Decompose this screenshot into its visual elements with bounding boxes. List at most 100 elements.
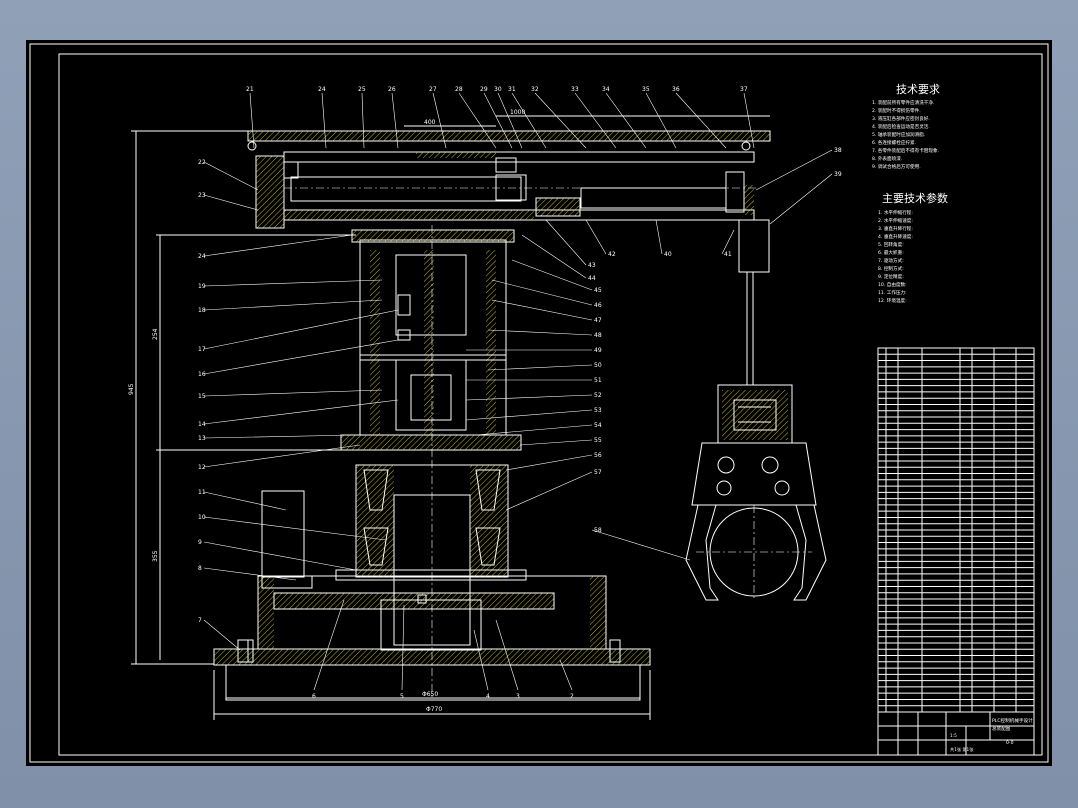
- tech-req-item: 3. 液压缸各部件应密封良好.: [872, 115, 930, 122]
- dim-height-mid: 355: [152, 550, 159, 562]
- base-assembly: [213, 460, 651, 701]
- main-param-item: 9. 定位精度:: [878, 273, 904, 280]
- title-block-drawing-no: 0-0: [1006, 740, 1014, 746]
- main-parameters: 主要技术参数 1. 水平伸缩行程:2. 水平伸缩速度:3. 垂直升降行程:4. …: [878, 191, 948, 304]
- tech-req-item: 7. 各零件装配后不得有卡阻现象.: [872, 147, 939, 154]
- balloon-4: 4: [486, 693, 490, 700]
- balloon-23: 23: [198, 192, 206, 199]
- balloon-11: 11: [198, 489, 206, 496]
- balloon-53: 53: [594, 407, 602, 414]
- balloon-44: 44: [588, 275, 596, 282]
- title-block: PLC控制机械手设计 总装配图 1:5 共1张 第1张 0-0: [877, 711, 1035, 756]
- balloon-52: 52: [594, 392, 602, 399]
- balloon-28: 28: [455, 86, 463, 93]
- balloon-58: 58: [594, 527, 602, 534]
- balloon-19: 19: [198, 283, 206, 290]
- dim-height-left: 945: [128, 383, 135, 395]
- balloon-32: 32: [531, 86, 539, 93]
- title-block-sheet: 共1张 第1张: [950, 746, 974, 753]
- balloon-12: 12: [198, 464, 206, 471]
- balloon-56: 56: [594, 452, 602, 459]
- tech-req-item: 2. 装配时不得损伤零件.: [872, 107, 921, 114]
- balloon-50: 50: [594, 362, 602, 369]
- main-param-item: 12. 环境温度:: [878, 297, 907, 304]
- tech-req-item: 9. 调试合格后方可使用.: [872, 163, 921, 170]
- title-block-scale: 1:5: [950, 733, 957, 738]
- dim-top-1000: 1000: [510, 109, 525, 116]
- technical-requirements: 技术要求 1. 装配前所有零件应清洗干净.2. 装配时不得损伤零件.3. 液压缸…: [872, 83, 940, 170]
- balloon-21: 21: [246, 86, 254, 93]
- balloon-42: 42: [608, 251, 616, 258]
- balloon-26: 26: [388, 86, 396, 93]
- tech-req-title: 技术要求: [896, 83, 940, 96]
- balloon-29: 29: [480, 86, 488, 93]
- balloon-47: 47: [594, 317, 602, 324]
- main-params-title: 主要技术参数: [882, 191, 948, 205]
- balloon-36: 36: [672, 86, 680, 93]
- dim-width-650: Φ650: [422, 691, 438, 698]
- balloon-45: 45: [594, 287, 602, 294]
- balloon-9: 9: [198, 539, 202, 546]
- leaders-left: 22 23 24 19 18 17 16 15 14 13 12 11 10 9 8 7: [198, 159, 399, 651]
- dim-top-400: 400: [424, 119, 436, 126]
- balloon-10: 10: [198, 514, 206, 521]
- balloon-16: 16: [198, 371, 206, 378]
- balloon-54: 54: [594, 422, 602, 429]
- balloon-25: 25: [358, 86, 366, 93]
- dim-height-upper: 254: [152, 328, 159, 340]
- main-param-item: 10. 自由度数:: [878, 281, 907, 288]
- balloon-43: 43: [588, 262, 596, 269]
- horizontal-arm: [247, 130, 771, 229]
- balloon-17: 17: [198, 346, 206, 353]
- inner-frame: [58, 53, 1043, 756]
- balloon-40: 40: [664, 251, 672, 258]
- balloon-35: 35: [642, 86, 650, 93]
- balloon-33: 33: [571, 86, 579, 93]
- balloon-41: 41: [724, 251, 732, 258]
- balloon-8: 8: [198, 565, 202, 572]
- title-block-title: PLC控制机械手设计: [992, 717, 1033, 724]
- tech-req-item: 5. 轴承装配时应加润滑脂.: [872, 131, 925, 138]
- main-param-item: 8. 控制方式:: [878, 265, 904, 272]
- balloon-14: 14: [198, 421, 206, 428]
- balloon-15: 15: [198, 393, 206, 400]
- tech-req-item: 8. 外表面喷漆.: [872, 155, 902, 162]
- balloon-3: 3: [516, 693, 520, 700]
- main-param-item: 6. 最大抓重:: [878, 249, 904, 256]
- balloon-30: 30: [494, 86, 502, 93]
- balloon-5: 5: [400, 693, 404, 700]
- title-block-sub: 总装配图: [992, 725, 1011, 732]
- balloon-31: 31: [508, 86, 516, 93]
- tech-req-item: 6. 各连接螺栓应拧紧.: [872, 139, 916, 146]
- main-param-item: 11. 工作压力:: [878, 289, 907, 296]
- dim-width-770: Φ770: [426, 706, 442, 713]
- main-param-item: 1. 水平伸缩行程:: [878, 209, 913, 216]
- balloon-13: 13: [198, 435, 206, 442]
- balloon-57: 57: [594, 469, 602, 476]
- balloon-46: 46: [594, 302, 602, 309]
- balloon-49: 49: [594, 347, 602, 354]
- assembly-drawing: 400 1000 Φ770 Φ650 945 355 254 212425262…: [29, 43, 1049, 763]
- balloon-34: 34: [602, 86, 610, 93]
- main-param-item: 3. 垂直升降行程:: [878, 225, 913, 232]
- balloon-24: 24: [198, 253, 206, 260]
- tech-req-item: 1. 装配前所有零件应清洗干净.: [872, 99, 934, 106]
- main-param-item: 2. 水平伸缩速度:: [878, 217, 913, 224]
- balloon-18: 18: [198, 307, 206, 314]
- outer-frame: [29, 43, 1049, 763]
- balloon-51: 51: [594, 377, 602, 384]
- main-param-item: 4. 垂直升降速度:: [878, 233, 913, 240]
- main-param-item: 7. 驱动方式:: [878, 257, 904, 264]
- balloon-39: 39: [834, 171, 842, 178]
- balloon-7: 7: [198, 617, 202, 624]
- balloon-37: 37: [740, 86, 748, 93]
- balloon-24: 24: [318, 86, 326, 93]
- balloon-22: 22: [198, 159, 206, 166]
- lift-cylinder-block: [340, 225, 522, 460]
- tech-req-item: 4. 装配后检查运动是否灵活.: [872, 123, 930, 130]
